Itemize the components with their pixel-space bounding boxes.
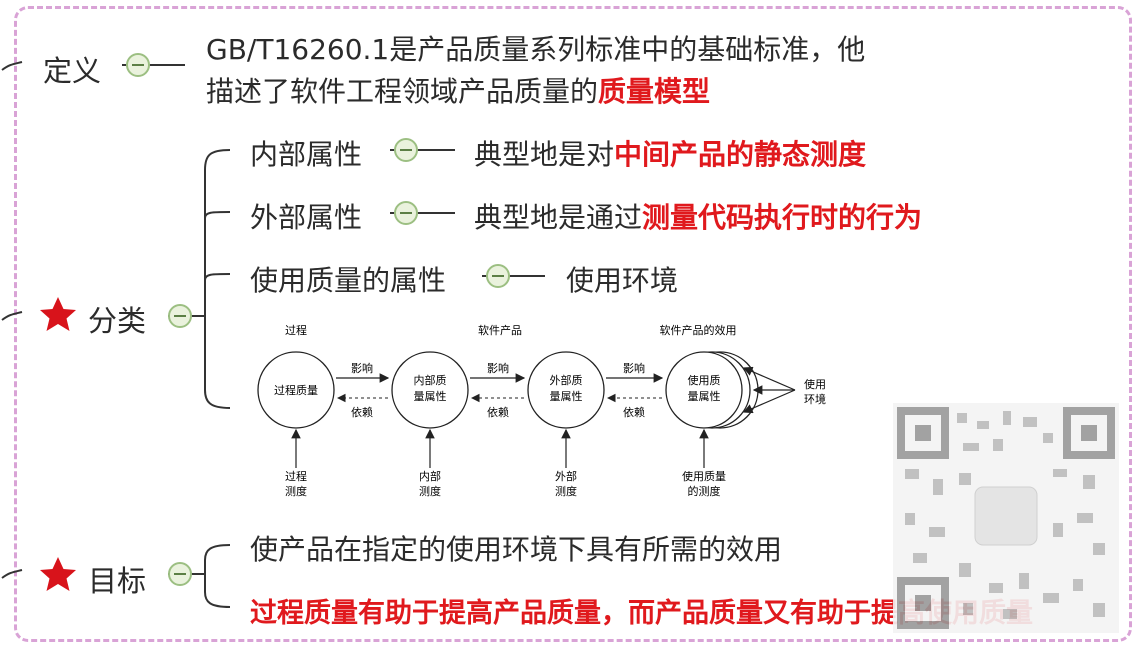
bottom-label-usage: 使用质量的测度: [682, 470, 726, 498]
goal-brace: [204, 544, 231, 608]
star-icon: [40, 557, 76, 591]
top-label-process: 过程: [285, 324, 307, 337]
dependence-label: 依赖: [487, 406, 509, 419]
definition-text-line2: 描述了软件工程领域产品质量的质量模型: [206, 75, 711, 108]
internal-attr-name: 内部属性: [250, 138, 363, 171]
usage-attr-name: 使用质量的属性: [250, 264, 447, 297]
bottom-label-internal: 内部测度: [419, 469, 441, 498]
internal-quality-circle: [391, 351, 469, 429]
internal-attr-desc: 典型地是对中间产品的静态测度: [474, 138, 867, 171]
quality-model-figure: 过程 软件产品 软件产品的效用 过程质量 内部质量属性 外部质量属性 使用质量属…: [257, 323, 826, 498]
usage-quality-circle: [665, 351, 743, 429]
process-quality-circle: [257, 351, 335, 429]
classification-brace: [204, 149, 231, 409]
external-attr-name: 外部属性: [250, 201, 363, 234]
internal-knob[interactable]: [390, 138, 455, 162]
influence-label: 影响: [351, 362, 373, 375]
top-label-utility: 软件产品的效用: [660, 323, 737, 337]
star-icon: [40, 297, 76, 331]
goal-knob[interactable]: [168, 562, 205, 586]
circle-label-process: 过程质量: [274, 384, 318, 397]
quality-model-highlight: 质量模型: [598, 75, 711, 108]
usage-knob[interactable]: [482, 264, 545, 288]
usage-attr-desc: 使用环境: [566, 264, 679, 297]
goal-label: 目标: [88, 564, 147, 598]
definition-text-line1: GB/T16260.1是产品质量系列标准中的基础标准，他: [206, 33, 866, 66]
definition-label: 定义: [43, 54, 102, 88]
environment-label: 使用环境: [804, 378, 826, 406]
bottom-label-external: 外部测度: [555, 469, 577, 498]
influence-label: 影响: [487, 362, 509, 375]
classification-knob[interactable]: [168, 304, 205, 328]
circle-label-external: 外部质量属性: [550, 373, 583, 403]
top-label-product: 软件产品: [478, 323, 522, 337]
mindmap-frame: [14, 6, 1132, 642]
classification-label: 分类: [88, 304, 147, 338]
bottom-label-process: 过程测度: [285, 470, 307, 498]
influence-label: 影响: [623, 362, 645, 375]
external-attr-desc: 典型地是通过测量代码执行时的行为: [474, 201, 923, 234]
circle-label-internal: 内部质量属性: [414, 373, 447, 403]
dependence-label: 依赖: [623, 406, 645, 419]
circle-label-usage: 使用质量属性: [688, 374, 721, 403]
definition-knob[interactable]: [122, 53, 185, 77]
dependence-label: 依赖: [351, 406, 373, 419]
qr-code-image: [893, 403, 1119, 633]
goal-text-line1: 使产品在指定的使用环境下具有所需的效用: [250, 533, 783, 566]
external-quality-circle: [527, 351, 605, 429]
external-knob[interactable]: [390, 201, 455, 225]
